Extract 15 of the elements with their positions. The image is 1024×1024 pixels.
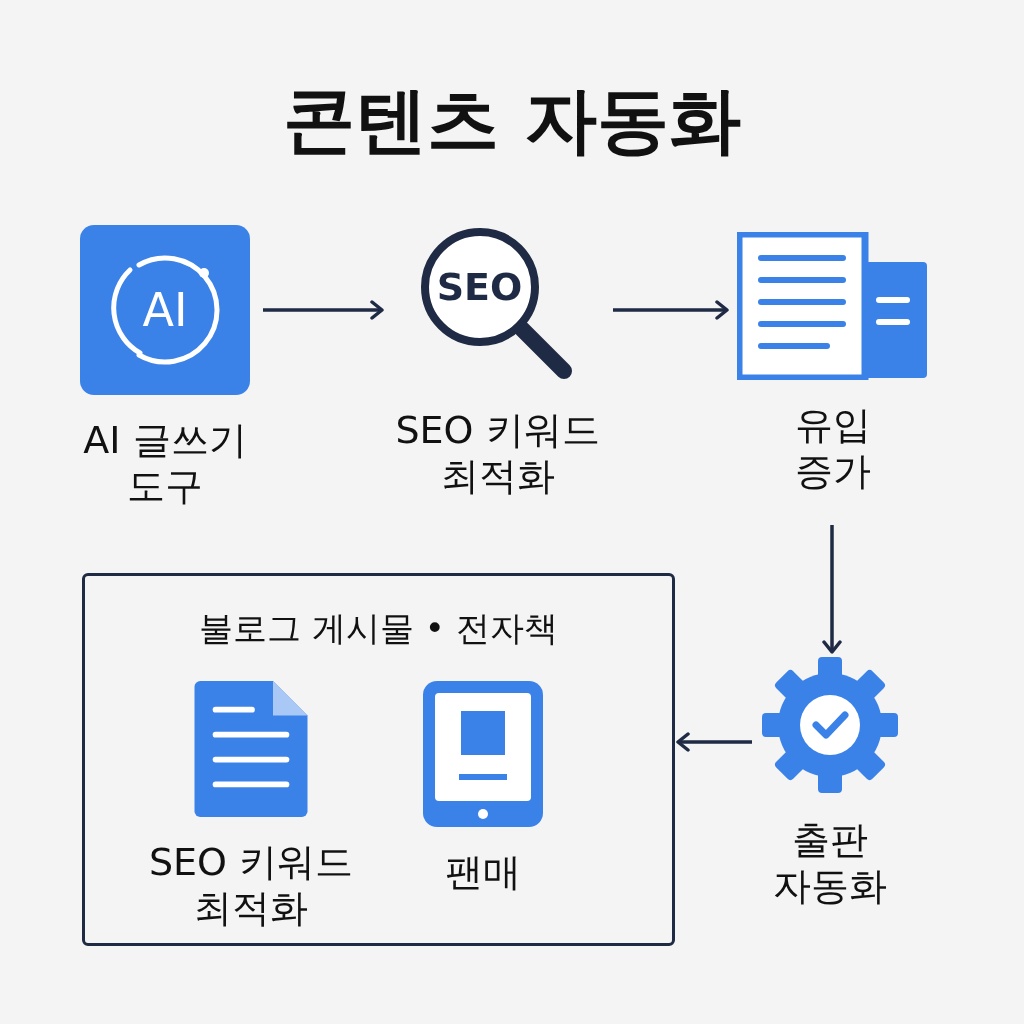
node-label: 팬매 xyxy=(444,849,522,895)
node-label: SEO 키워드 최적화 xyxy=(147,839,355,931)
node-label: SEO 키워드 최적화 xyxy=(394,407,601,499)
node-label: 출판 자동화 xyxy=(772,817,888,909)
title: 콘텐츠 자동화 xyxy=(282,78,742,162)
arrow xyxy=(676,732,752,752)
icon-label: AI xyxy=(141,283,189,337)
arrow xyxy=(822,525,842,654)
icon-label: SEO xyxy=(435,265,524,309)
group-frame xyxy=(82,573,675,946)
arrow xyxy=(263,300,384,320)
node-label: AI 글쓰기 도구 xyxy=(82,417,248,509)
node-label: 유입 증가 xyxy=(793,402,872,494)
arrow xyxy=(613,300,729,320)
group-heading: 불로그 게시물 • 전자책 xyxy=(198,607,559,650)
